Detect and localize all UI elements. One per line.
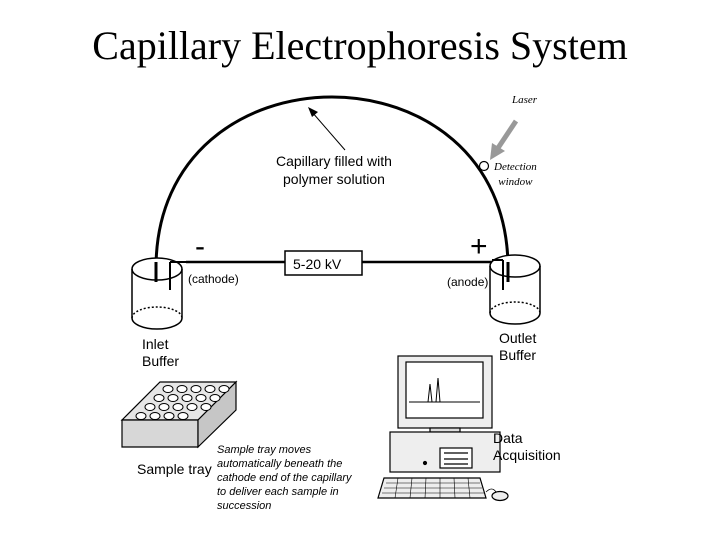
laser-label: Laser — [512, 94, 538, 106]
outlet-buffer-label-line-1: Outlet — [499, 330, 537, 346]
minus-sign: - — [195, 230, 205, 263]
inlet-buffer-label: Inlet Buffer — [142, 336, 179, 370]
inlet-buffer-label-line-2: Buffer — [142, 353, 180, 369]
cathode-label: (cathode) — [188, 272, 239, 286]
computer-workstation-icon — [377, 355, 509, 502]
inlet-buffer-label-line-1: Inlet — [142, 336, 169, 352]
detection-window-label: Detection window — [494, 160, 537, 190]
power-supply — [186, 250, 492, 276]
capillary-pointer-arrow — [308, 107, 346, 151]
outlet-buffer-vial — [489, 254, 541, 325]
detection-window — [478, 160, 490, 172]
sample-tray-caption-line-1: Sample tray moves — [217, 444, 312, 456]
outlet-buffer-label-line-2: Buffer — [499, 347, 537, 363]
data-acquisition-label-line-1: Data — [493, 430, 523, 446]
sample-tray-caption-line-3: cathode end of the capillary — [217, 472, 352, 484]
detection-window-label-line-1: Detection — [494, 161, 537, 173]
detection-window-label-line-2: window — [498, 176, 533, 188]
cathode-electrode — [169, 261, 186, 290]
sample-tray-label: Sample tray — [137, 461, 212, 477]
laser-arrow-icon — [490, 119, 519, 160]
anode-electrode — [492, 259, 504, 290]
sample-tray-caption-line-4: to deliver each sample in — [217, 486, 339, 498]
outlet-buffer-label: Outlet Buffer — [499, 330, 536, 364]
data-acquisition-label: Data Acquisition — [493, 430, 561, 464]
capillary-label-line-2: polymer solution — [283, 171, 385, 187]
capillary-label-line-1: Capillary filled with — [276, 153, 392, 169]
sample-tray-caption: Sample tray moves automatically beneath … — [217, 443, 352, 513]
capillary-label: Capillary filled with polymer solution — [276, 152, 392, 188]
capillary-tube — [154, 95, 510, 269]
data-acquisition-label-line-2: Acquisition — [493, 447, 561, 463]
plus-sign: + — [470, 230, 488, 263]
voltage-label: 5-20 kV — [293, 256, 342, 272]
well-plate-icon — [120, 380, 238, 449]
anode-label: (anode) — [447, 275, 489, 289]
page-title: Capillary Electrophoresis System — [92, 23, 628, 68]
sample-tray-caption-line-5: succession — [217, 500, 272, 512]
sample-tray-caption-line-2: automatically beneath the — [217, 458, 343, 470]
